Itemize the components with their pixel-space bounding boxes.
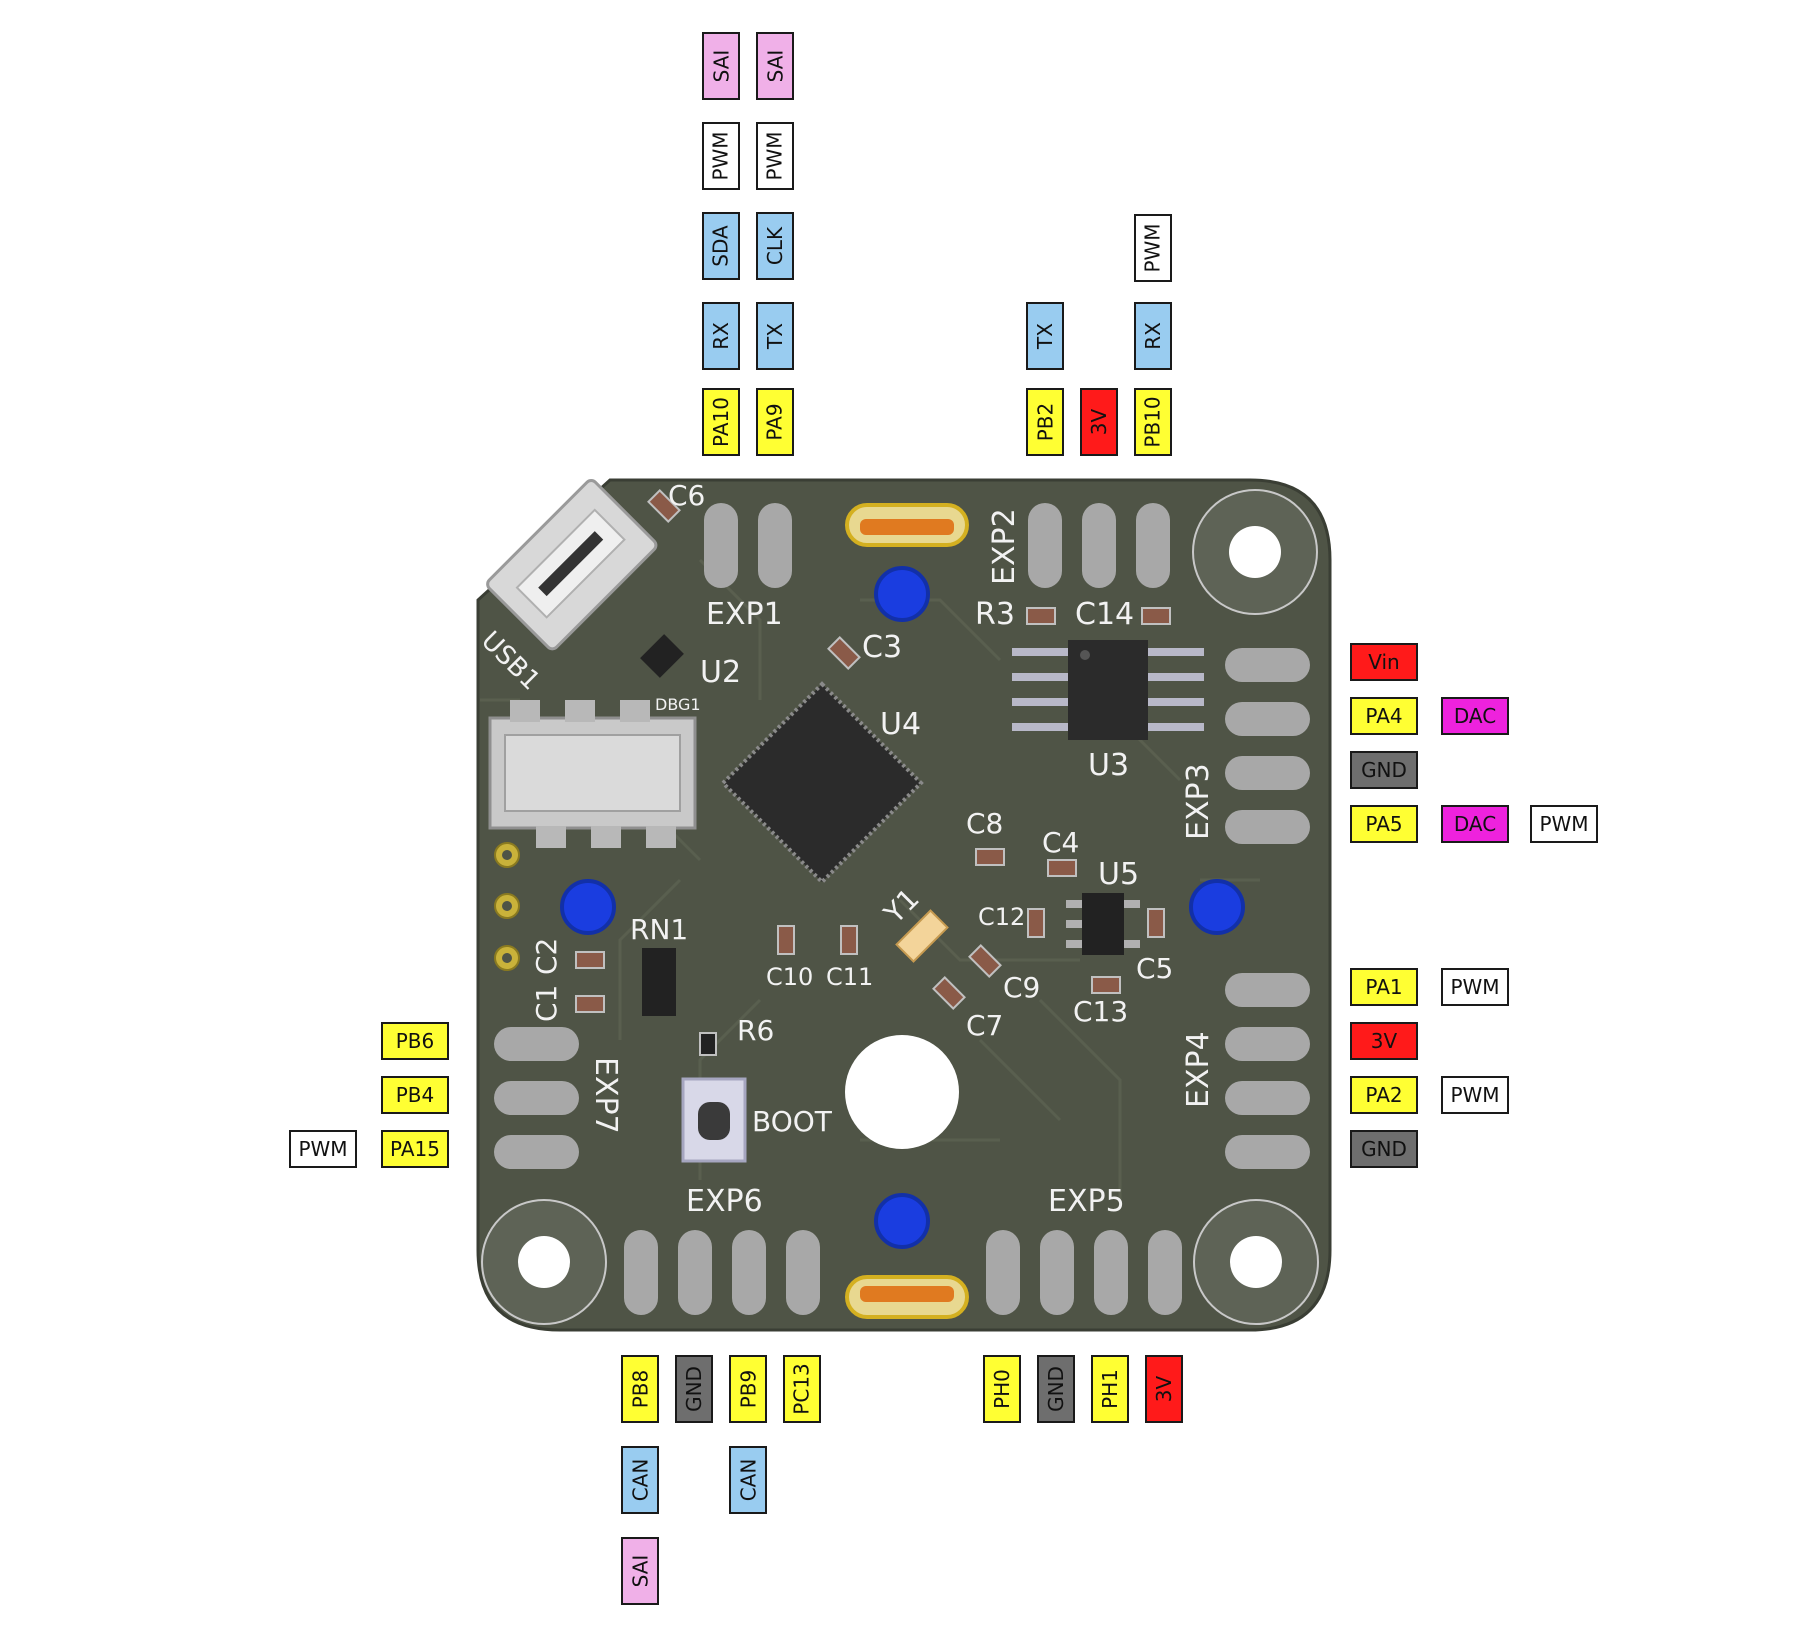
silk-c11: C11 <box>826 963 873 991</box>
exp7-pa15: PA15 <box>381 1130 449 1168</box>
silk-c2: C2 <box>530 938 563 975</box>
exp1-pa10: PA10 <box>702 388 740 456</box>
silk-c5: C5 <box>1136 952 1173 985</box>
exp4-pa1: PA1 <box>1350 968 1418 1006</box>
silk-c14: C14 <box>1075 597 1134 632</box>
silk-c3: C3 <box>862 630 902 665</box>
exp3-pa4-dac: DAC <box>1441 697 1509 735</box>
silk-exp4: EXP4 <box>1181 1031 1216 1108</box>
exp4-pa1-pwm: PWM <box>1441 968 1509 1006</box>
silk-exp1: EXP1 <box>706 597 783 632</box>
exp3-pa5-pwm: PWM <box>1530 805 1598 843</box>
exp1-pa9: PA9 <box>756 388 794 456</box>
exp1-pa10-sda: SDA <box>702 212 740 280</box>
silk-u3: U3 <box>1088 748 1129 783</box>
exp1-pa9-clk: CLK <box>756 212 794 280</box>
exp3-pa4: PA4 <box>1350 697 1418 735</box>
exp6-pb8-sai: SAI <box>621 1537 659 1605</box>
exp7-pb6: PB6 <box>381 1022 449 1060</box>
exp1-pa10-pwm: PWM <box>702 122 740 190</box>
mounting-hole <box>481 489 1319 1325</box>
exp7-pa15-pwm: PWM <box>289 1130 357 1168</box>
exp4-3v: 3V <box>1350 1022 1418 1060</box>
exp6-pb8: PB8 <box>621 1355 659 1423</box>
dbg1-connector <box>488 700 697 848</box>
exp2-pb10: PB10 <box>1134 388 1172 456</box>
silk-boot: BOOT <box>752 1105 833 1138</box>
exp3-gnd: GND <box>1350 751 1418 789</box>
exp5-ph0: PH0 <box>983 1355 1021 1423</box>
exp6-pb8-can: CAN <box>621 1446 659 1514</box>
exp1-pa10-rx: RX <box>702 302 740 370</box>
silk-c6: C6 <box>668 479 705 512</box>
silk-exp7: EXP7 <box>588 1057 623 1134</box>
silk-u4: U4 <box>880 707 921 742</box>
boot-button-graphic <box>681 1077 747 1163</box>
exp7-pb4: PB4 <box>381 1076 449 1114</box>
exp3-vin: Vin <box>1350 643 1418 681</box>
exp2-pb10-rx: RX <box>1134 302 1172 370</box>
silk-exp3: EXP3 <box>1181 763 1216 840</box>
silk-exp6: EXP6 <box>686 1184 763 1219</box>
exp2-pb2: PB2 <box>1026 388 1064 456</box>
silk-c12: C12 <box>978 903 1025 931</box>
silk-exp5: EXP5 <box>1048 1184 1125 1219</box>
exp1-pa10-sai: SAI <box>702 32 740 100</box>
silk-u5: U5 <box>1098 857 1139 892</box>
silk-r3: R3 <box>975 597 1015 632</box>
silk-exp2: EXP2 <box>987 508 1022 585</box>
exp4-gnd: GND <box>1350 1130 1418 1168</box>
silk-c9: C9 <box>1003 971 1040 1004</box>
exp1-pa9-sai: SAI <box>756 32 794 100</box>
exp4-pa2-pwm: PWM <box>1441 1076 1509 1114</box>
silk-c10: C10 <box>766 963 813 991</box>
silk-c4: C4 <box>1042 826 1079 859</box>
exp6-pb9-can: CAN <box>729 1446 767 1514</box>
u3-ic <box>1012 640 1204 740</box>
silk-c13: C13 <box>1073 995 1128 1028</box>
exp4-pa2: PA2 <box>1350 1076 1418 1114</box>
exp6-pc13: PC13 <box>783 1355 821 1423</box>
exp6-gnd: GND <box>675 1355 713 1423</box>
silk-c1: C1 <box>530 985 563 1022</box>
exp1-pa9-tx: TX <box>756 302 794 370</box>
usb-connector <box>486 479 658 651</box>
silk-r6: R6 <box>737 1014 774 1047</box>
exp2-3v: 3V <box>1080 388 1118 456</box>
exp1-pa9-pwm: PWM <box>756 122 794 190</box>
exp3-pa5: PA5 <box>1350 805 1418 843</box>
silk-dbg1: DBG1 <box>655 695 701 714</box>
silk-c8: C8 <box>966 807 1003 840</box>
exp2-pb2-tx: TX <box>1026 302 1064 370</box>
silk-rn1: RN1 <box>630 913 688 946</box>
silk-u2: U2 <box>700 655 741 690</box>
exp5-ph1: PH1 <box>1091 1355 1129 1423</box>
exp5-3v: 3V <box>1145 1355 1183 1423</box>
exp3-pa5-dac: DAC <box>1441 805 1509 843</box>
silk-c7: C7 <box>966 1009 1003 1042</box>
exp5-gnd: GND <box>1037 1355 1075 1423</box>
exp6-pb9: PB9 <box>729 1355 767 1423</box>
exp2-pb10-pwm: PWM <box>1134 214 1172 282</box>
